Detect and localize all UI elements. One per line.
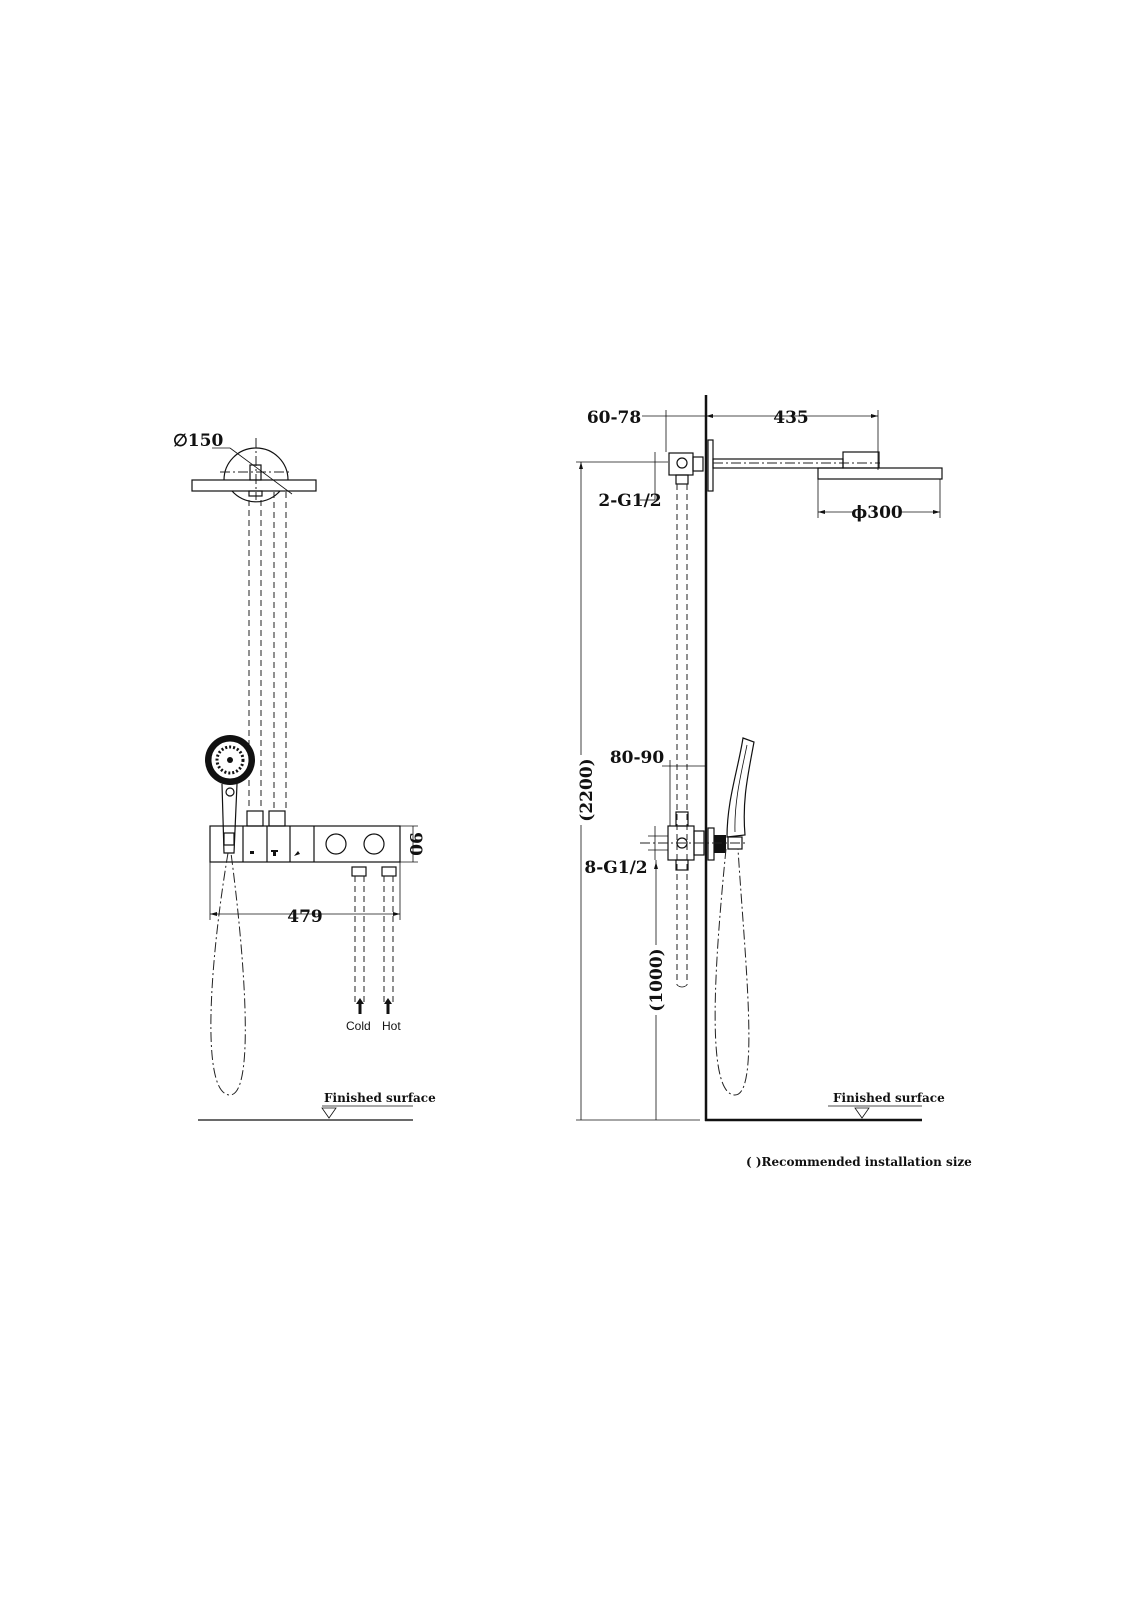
riser-pipes	[676, 484, 688, 988]
hand-shower-front	[205, 735, 255, 854]
top-dimensions	[642, 410, 879, 470]
height-dimension	[400, 825, 418, 863]
flow-knob	[325, 833, 347, 855]
hand-shower-side	[726, 737, 755, 850]
front-view: ∅150	[173, 431, 436, 1121]
hose-side	[714, 848, 750, 1096]
floor-front	[198, 1105, 413, 1121]
head-height-label: (2200)	[577, 758, 597, 821]
hot-label: Hot	[382, 1019, 401, 1033]
valve-side	[640, 811, 745, 871]
handshower-symbol-icon	[250, 851, 254, 854]
cold-arrow-icon	[356, 998, 364, 1014]
spout-symbol-icon	[294, 851, 300, 856]
finished-surface-label-side: Finished surface	[833, 1091, 945, 1105]
hot-arrow-icon	[384, 998, 392, 1014]
valve-depth-label: 80-90	[610, 748, 665, 768]
thermostatic-body	[209, 825, 401, 863]
top-connections-label: 2-G1/2	[598, 491, 661, 511]
head-diameter-label: ∅150	[173, 431, 223, 451]
width-dimension-label: 479	[287, 907, 323, 927]
valve-height-label: (1000)	[647, 948, 667, 1011]
valve-connection-dimension	[648, 826, 668, 860]
overhead-symbol-icon	[271, 850, 278, 856]
overhead-shower-front	[191, 438, 317, 503]
width-dimension	[209, 862, 401, 920]
valve-depth-dimension	[662, 760, 706, 826]
arm-length-label: 435	[773, 408, 809, 428]
side-view: 60-78 435 2-G1/2 ϕ300 80-90 8-G1/2	[572, 395, 945, 1122]
head-diameter-side-label: ϕ300	[851, 503, 903, 523]
temperature-knob	[363, 833, 385, 855]
supply-pipes	[246, 492, 287, 827]
cold-label: Cold	[346, 1019, 371, 1033]
height-dimension-label: 90	[405, 832, 425, 856]
overhead-shower-side	[668, 439, 943, 492]
recommended-size-note: ( )Recommended installation size	[746, 1155, 972, 1169]
inlet-pipes	[351, 866, 397, 1014]
connection-dimension-top	[640, 452, 656, 501]
floor-side-marker	[828, 1105, 922, 1119]
valve-connections-label: 8-G1/2	[584, 858, 647, 878]
hose-front	[210, 852, 246, 1096]
wall-depth-label: 60-78	[587, 408, 641, 428]
finished-surface-label-front: Finished surface	[324, 1091, 436, 1105]
